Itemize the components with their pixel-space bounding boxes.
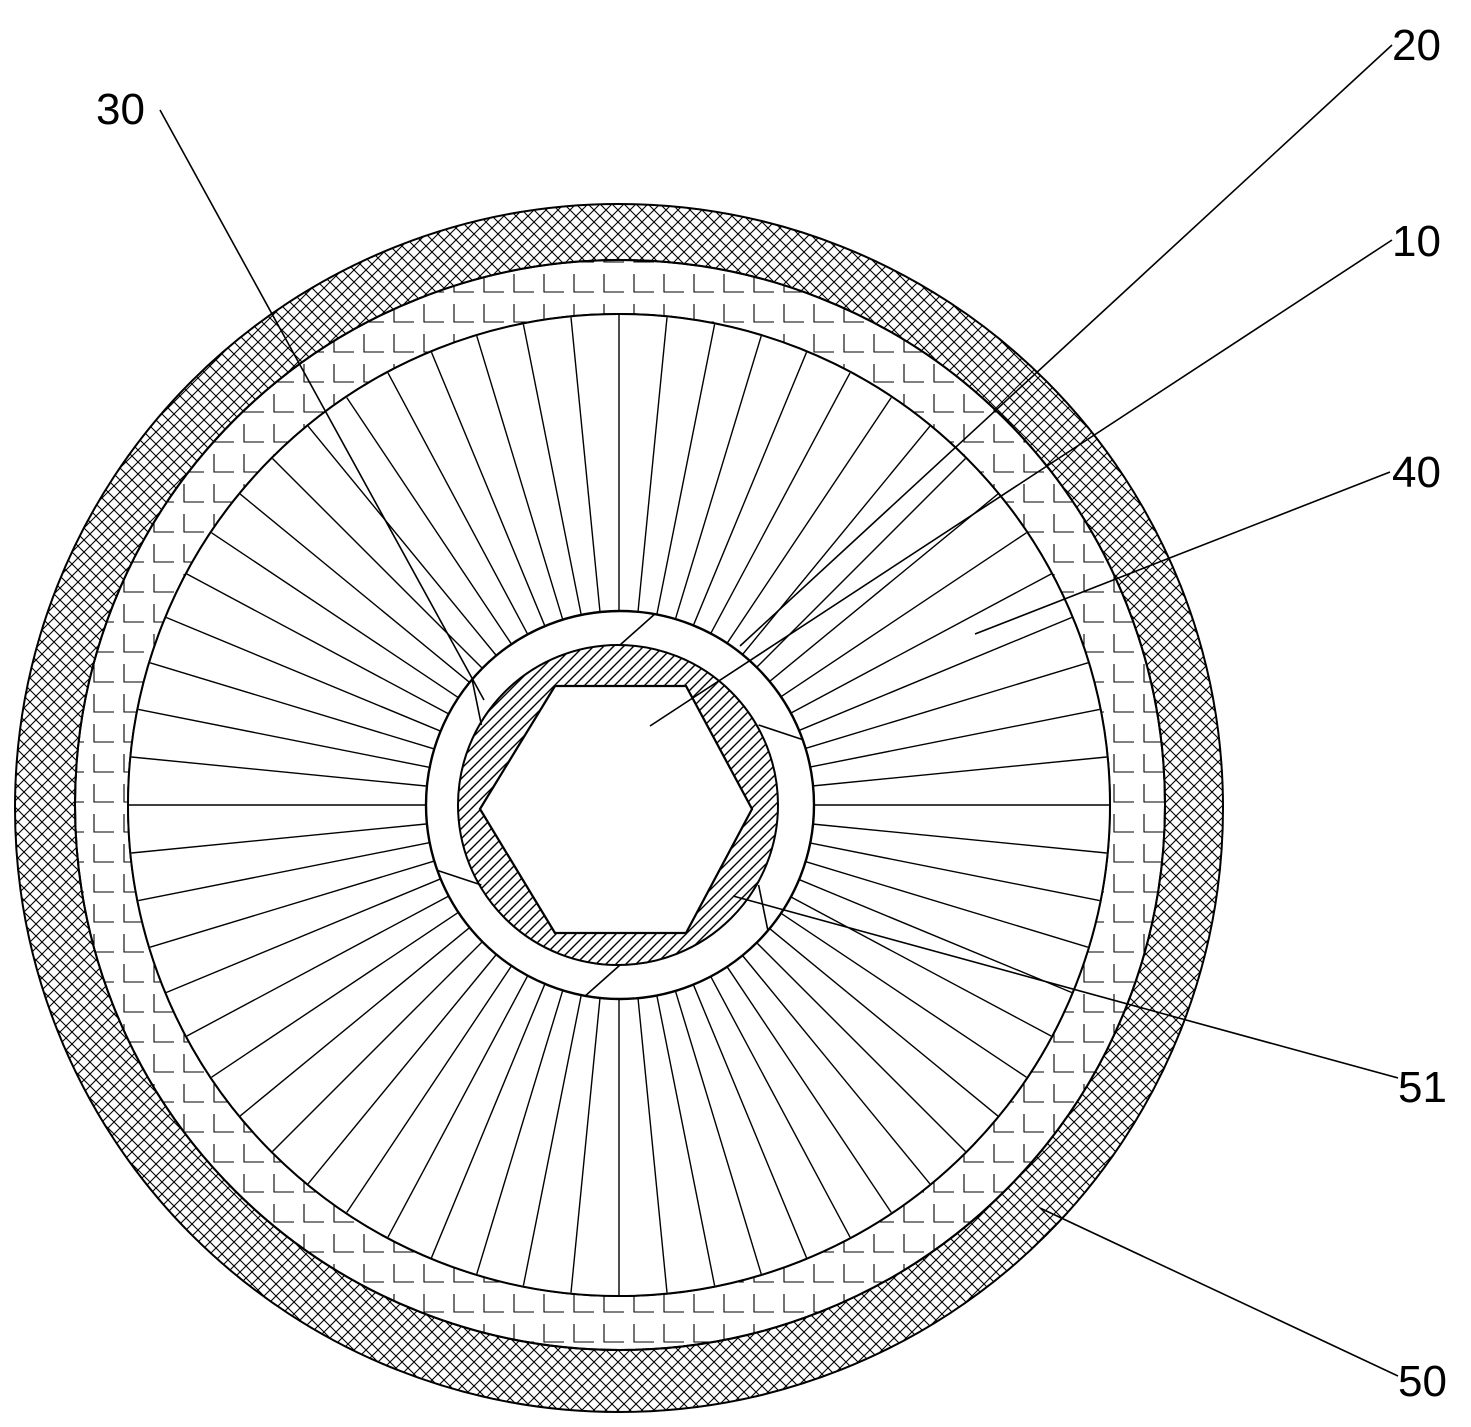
radial-spoke bbox=[709, 975, 851, 1238]
hexagonal-core bbox=[478, 684, 754, 935]
ring-segment-line bbox=[758, 724, 803, 741]
radial-spokes-group bbox=[129, 315, 1109, 1295]
ring-segment-line bbox=[471, 679, 483, 726]
radial-spoke bbox=[307, 425, 497, 656]
label-40: 40 bbox=[1392, 448, 1441, 497]
radial-spoke bbox=[166, 878, 441, 994]
radial-spoke bbox=[809, 842, 1100, 902]
radial-spoke bbox=[522, 995, 582, 1286]
radial-spoke bbox=[570, 998, 601, 1293]
radial-spoke bbox=[768, 493, 999, 683]
radial-spoke bbox=[812, 823, 1107, 854]
radial-spoke bbox=[149, 860, 434, 948]
ring-segment-line bbox=[757, 884, 769, 931]
label-30: 30 bbox=[96, 85, 145, 134]
label-20: 20 bbox=[1392, 21, 1441, 70]
radial-spoke bbox=[726, 965, 892, 1213]
radial-spoke bbox=[138, 842, 429, 902]
radial-spoke bbox=[186, 573, 449, 715]
radial-spoke bbox=[741, 954, 931, 1185]
radial-spoke bbox=[239, 493, 470, 683]
ring-segment-line bbox=[619, 613, 656, 646]
radial-spoke bbox=[430, 352, 546, 627]
radial-spoke bbox=[570, 317, 601, 612]
radial-spoke bbox=[272, 941, 483, 1152]
leader-line-20 bbox=[739, 44, 1393, 647]
inner-ring-segments bbox=[437, 613, 803, 997]
radial-spoke bbox=[797, 878, 1072, 994]
radial-spoke bbox=[346, 965, 512, 1213]
radial-spoke bbox=[522, 324, 582, 615]
radial-spoke bbox=[779, 912, 1027, 1078]
radial-spoke bbox=[166, 616, 441, 732]
radial-spoke bbox=[430, 983, 546, 1258]
radial-spoke bbox=[656, 995, 716, 1286]
radial-spoke bbox=[804, 662, 1089, 750]
ring-segment-line bbox=[584, 964, 621, 997]
radial-spoke bbox=[797, 616, 1072, 732]
label-51: 51 bbox=[1398, 1063, 1447, 1112]
radial-spoke bbox=[149, 662, 434, 750]
label-50: 50 bbox=[1398, 1357, 1447, 1406]
radial-spoke bbox=[476, 990, 564, 1275]
radial-spoke bbox=[211, 532, 459, 698]
radial-spoke bbox=[131, 823, 426, 854]
radial-spoke bbox=[709, 372, 851, 635]
radial-spoke bbox=[131, 756, 426, 787]
radial-spoke bbox=[476, 335, 564, 620]
radial-spoke bbox=[674, 990, 762, 1275]
radial-spoke bbox=[779, 532, 1027, 698]
radial-spoke bbox=[726, 397, 892, 645]
leader-line-51 bbox=[732, 895, 1399, 1079]
leader-line-50 bbox=[1039, 1207, 1399, 1377]
radial-spoke bbox=[138, 708, 429, 768]
radial-spoke bbox=[637, 998, 668, 1293]
radial-spoke bbox=[239, 927, 470, 1117]
radial-spoke bbox=[804, 860, 1089, 948]
radial-spoke bbox=[812, 756, 1107, 787]
radial-spoke bbox=[656, 324, 716, 615]
radial-spoke bbox=[637, 317, 668, 612]
radial-spoke bbox=[741, 425, 931, 656]
radial-spoke bbox=[674, 335, 762, 620]
radial-spoke bbox=[809, 708, 1100, 768]
radial-spoke bbox=[387, 975, 529, 1238]
radial-spoke bbox=[755, 941, 966, 1152]
ring-segment-line bbox=[437, 869, 482, 886]
radial-spoke bbox=[186, 895, 449, 1037]
radial-spoke bbox=[692, 983, 808, 1258]
radial-spoke bbox=[211, 912, 459, 1078]
radial-spoke bbox=[692, 352, 808, 627]
radial-spoke bbox=[387, 372, 529, 635]
leader-line-30 bbox=[159, 109, 485, 701]
radial-spoke bbox=[768, 927, 999, 1117]
label-10: 10 bbox=[1392, 217, 1441, 266]
leader-line-40 bbox=[974, 471, 1391, 635]
radial-spoke bbox=[307, 954, 497, 1185]
radial-spoke bbox=[346, 397, 512, 645]
leader-line-10 bbox=[649, 239, 1393, 727]
radial-spoke bbox=[789, 573, 1052, 715]
radial-spoke bbox=[789, 895, 1052, 1037]
